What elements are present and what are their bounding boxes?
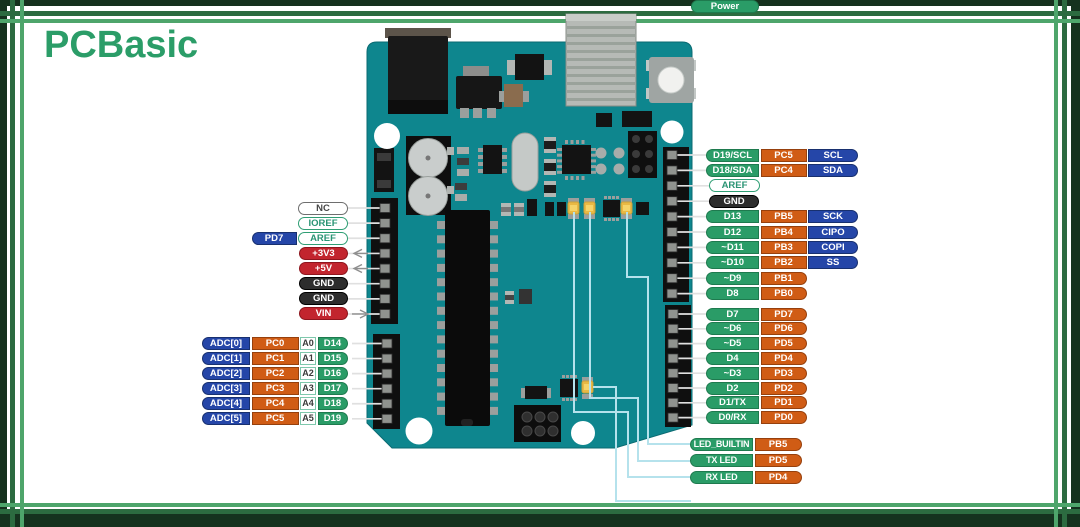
op-amp-ic [478, 145, 507, 174]
mcu-chip [437, 210, 498, 426]
smd-column-a [455, 147, 469, 201]
crystal-oscillator [511, 132, 539, 192]
mounting-holes [374, 120, 684, 445]
led-callout-lines [573, 212, 691, 502]
usb-connector [565, 13, 637, 107]
frame-line [0, 503, 1080, 507]
icsp-header-top [628, 131, 657, 178]
capacitors [406, 136, 454, 216]
icsp-header-bottom [514, 405, 561, 442]
frame-line [1062, 0, 1067, 527]
frame-line [0, 509, 1080, 514]
diode [507, 54, 552, 80]
polyfuse [499, 84, 529, 107]
frame-border-bottom [0, 513, 1080, 527]
smd-parts-top-right [596, 111, 652, 127]
frame-line [1054, 0, 1058, 527]
smd-column-b [544, 137, 556, 197]
frame-line [0, 19, 1080, 23]
usb-serial-chip [557, 140, 596, 180]
dc-jack [385, 28, 451, 114]
smd-misc [374, 148, 532, 304]
pcbasic-logo: PCBasic [44, 24, 199, 66]
smd-row-mid [501, 199, 566, 216]
voltage-regulator [456, 66, 502, 118]
reset-button [646, 57, 696, 103]
frame-line [20, 0, 24, 527]
frame-border-top [0, 0, 1080, 6]
test-pads [595, 147, 625, 175]
frame-border-left [0, 0, 7, 527]
frame-line [0, 11, 1080, 16]
frame-line [10, 0, 15, 527]
frame-border-right [1071, 0, 1080, 527]
